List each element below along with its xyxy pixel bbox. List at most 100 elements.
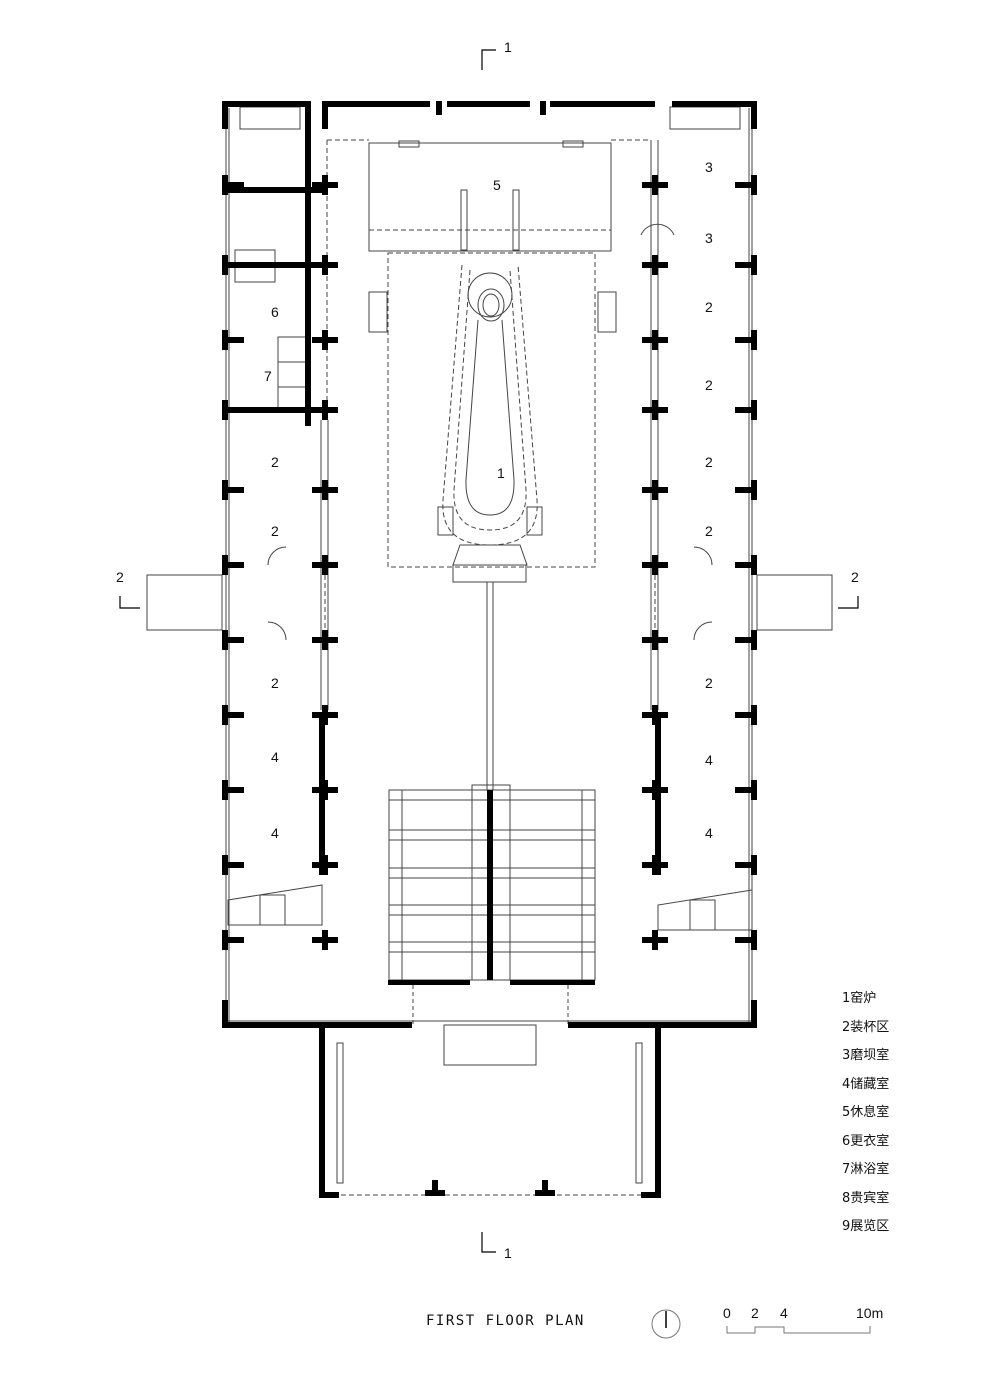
wall: [319, 1192, 339, 1198]
legend-item: 2装杯区: [842, 1019, 890, 1035]
room-label: 2: [705, 523, 713, 539]
wall: [222, 937, 244, 943]
wall: [652, 175, 658, 195]
wall: [322, 630, 328, 650]
wall: [655, 1022, 661, 1197]
wall: [322, 101, 328, 129]
room-label: 3: [705, 230, 713, 246]
wall: [652, 400, 658, 420]
wall: [322, 175, 328, 195]
wall: [672, 101, 757, 107]
wall: [322, 930, 328, 950]
wall: [641, 1192, 661, 1198]
room-label-shower: 7: [264, 368, 272, 384]
wall: [535, 1190, 555, 1196]
room-label: 2: [271, 523, 279, 539]
wall: [542, 1180, 548, 1195]
wall: [222, 862, 244, 868]
wall: [222, 637, 244, 643]
room-legend: 1窑炉 2装杯区 3磨坝室 4储藏室 5休息室 6更衣室 7淋浴室 8贵宾室 9…: [842, 985, 889, 1242]
wall: [735, 637, 757, 643]
wall: [652, 330, 658, 350]
wall: [322, 480, 328, 500]
wall: [447, 101, 530, 107]
wall: [222, 407, 322, 413]
wall: [222, 787, 244, 793]
wall: [735, 937, 757, 943]
wall: [222, 101, 228, 129]
room-label: 4: [271, 825, 279, 841]
wall: [222, 337, 244, 343]
wall: [550, 101, 655, 107]
legend-item: 9展览区: [842, 1219, 890, 1234]
wall: [222, 1022, 412, 1028]
wall: [222, 182, 244, 188]
wall: [222, 1000, 228, 1028]
wall: [655, 715, 661, 875]
wall: [735, 862, 757, 868]
wall: [540, 101, 546, 115]
section-mark-bottom: 1: [504, 1245, 512, 1261]
room-label: 2: [705, 299, 713, 315]
room-label: 2: [271, 454, 279, 470]
wall: [652, 930, 658, 950]
wall: [322, 255, 328, 275]
wall: [735, 562, 757, 568]
room-label: 3: [705, 159, 713, 175]
wall: [735, 182, 757, 188]
wall: [487, 790, 493, 980]
wall: [222, 187, 322, 193]
room-label: 2: [271, 675, 279, 691]
wall: [510, 980, 595, 985]
room-label: 4: [705, 752, 713, 768]
wall: [432, 1180, 438, 1195]
wall: [436, 101, 442, 115]
wall: [222, 562, 244, 568]
wall: [322, 555, 328, 575]
room-label: 2: [705, 454, 713, 470]
legend-item: 5休息室: [842, 1105, 890, 1120]
wall: [222, 101, 307, 107]
legend-item: 7淋浴室: [842, 1162, 890, 1177]
room-label: 2: [705, 675, 713, 691]
scale-label: 0: [723, 1305, 731, 1321]
wall: [652, 630, 658, 650]
wall: [652, 555, 658, 575]
section-mark-left: 2: [116, 569, 124, 585]
room-label: 4: [271, 749, 279, 765]
wall: [222, 712, 244, 718]
scale-label: 10m: [856, 1305, 883, 1321]
wall: [319, 715, 325, 875]
wall: [751, 101, 757, 129]
legend-item: 3磨坝室: [842, 1048, 890, 1063]
wall: [735, 337, 757, 343]
wall: [319, 1022, 325, 1197]
wall: [222, 487, 244, 493]
scale-label: 4: [780, 1305, 788, 1321]
wall: [322, 400, 328, 420]
wall: [751, 1000, 757, 1028]
room-label-lounge: 5: [493, 177, 501, 193]
room-label-kiln: 1: [497, 465, 505, 481]
wall: [735, 407, 757, 413]
wall: [652, 480, 658, 500]
wall: [735, 712, 757, 718]
section-mark-right: 2: [851, 569, 859, 585]
room-label-changing: 6: [271, 304, 279, 320]
wall: [568, 1022, 757, 1028]
wall: [222, 262, 322, 268]
wall: [735, 787, 757, 793]
legend-item: 6更衣室: [842, 1133, 890, 1149]
wall: [735, 262, 757, 268]
scale-label: 2: [751, 1305, 759, 1321]
plan-title: FIRST FLOOR PLAN: [426, 1313, 585, 1329]
wall: [322, 330, 328, 350]
room-label: 4: [705, 825, 713, 841]
section-mark-top: 1: [504, 39, 512, 55]
wall: [322, 101, 430, 107]
wall: [388, 980, 470, 985]
wall: [735, 487, 757, 493]
wall: [425, 1190, 445, 1196]
legend-item: 8贵宾室: [842, 1190, 890, 1206]
